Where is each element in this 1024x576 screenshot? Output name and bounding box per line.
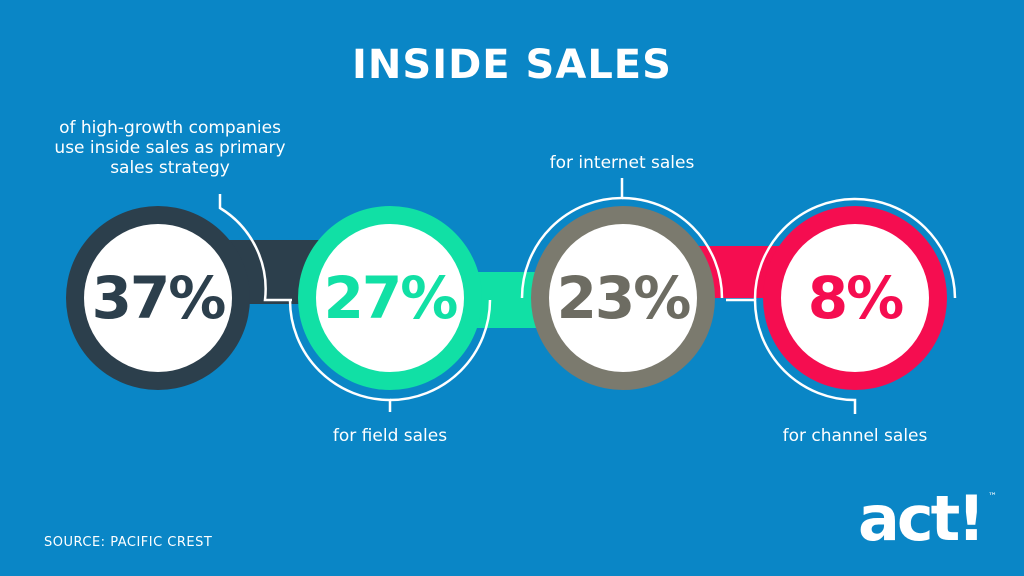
leader-line-23 [520,178,624,299]
stat-value-23: 23% [556,264,692,332]
infographic-title: INSIDE SALES [352,42,672,88]
caption-line: of high-growth companies [59,118,281,138]
outline-arc-27 [389,299,492,402]
outline-arc-8 [753,197,957,301]
stat-value-8: 8% [807,264,904,332]
outline-arc-23 [621,196,724,299]
leader-line-27 [288,299,392,412]
leader-line-8 [726,298,857,414]
trademark-symbol: ™ [988,492,997,502]
stat-caption-8: for channel sales [745,426,965,446]
stat-caption-23: for internet sales [522,153,722,173]
caption-line: use inside sales as primary [54,138,286,158]
source-note: SOURCE: PACIFIC CREST [44,535,213,550]
stat-caption-27: for field sales [290,426,490,446]
caption-line: for field sales [332,426,448,446]
caption-line: for channel sales [782,426,928,446]
inner-disc-27 [316,224,464,372]
caption-line: sales strategy [110,158,230,178]
caption-line: for internet sales [549,153,695,173]
inner-disc-23 [549,224,697,372]
act-logo: act! [858,482,986,555]
leader-line-37 [218,194,292,302]
stat-caption-37: of high-growth companies use inside sale… [20,118,320,178]
stat-value-27: 27% [323,264,459,332]
inner-disc-37 [84,224,232,372]
inner-disc-8 [781,224,929,372]
stat-value-37: 37% [91,264,227,332]
